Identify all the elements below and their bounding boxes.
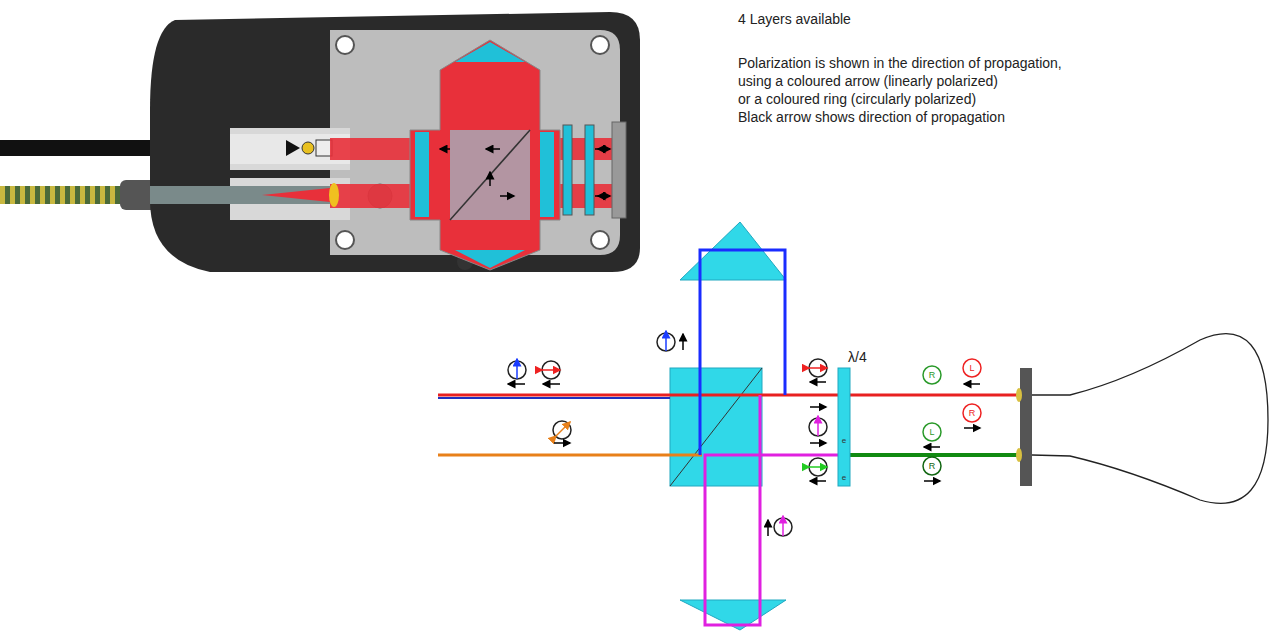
- note-text: or a coloured ring (circularly polarized…: [738, 92, 976, 106]
- plate-label: λ/4: [848, 350, 867, 364]
- beam-schematic: [438, 222, 1268, 630]
- note-text: Black arrow shows direction of propagati…: [738, 110, 1005, 124]
- diagram-title: 4 Layers available: [738, 12, 851, 26]
- ring-letter: R: [929, 371, 936, 380]
- sensor-head: [0, 12, 640, 272]
- ring-letter: L: [969, 364, 974, 373]
- ring-letter: R: [929, 462, 936, 471]
- note-text: Polarization is shown in the direction o…: [738, 56, 1062, 70]
- ring-letter: R: [969, 409, 976, 418]
- ring-letter: L: [929, 428, 934, 437]
- axis-mark: e: [842, 437, 846, 445]
- axis-mark: e: [842, 474, 846, 482]
- note-text: using a coloured arrow (linearly polariz…: [738, 74, 998, 88]
